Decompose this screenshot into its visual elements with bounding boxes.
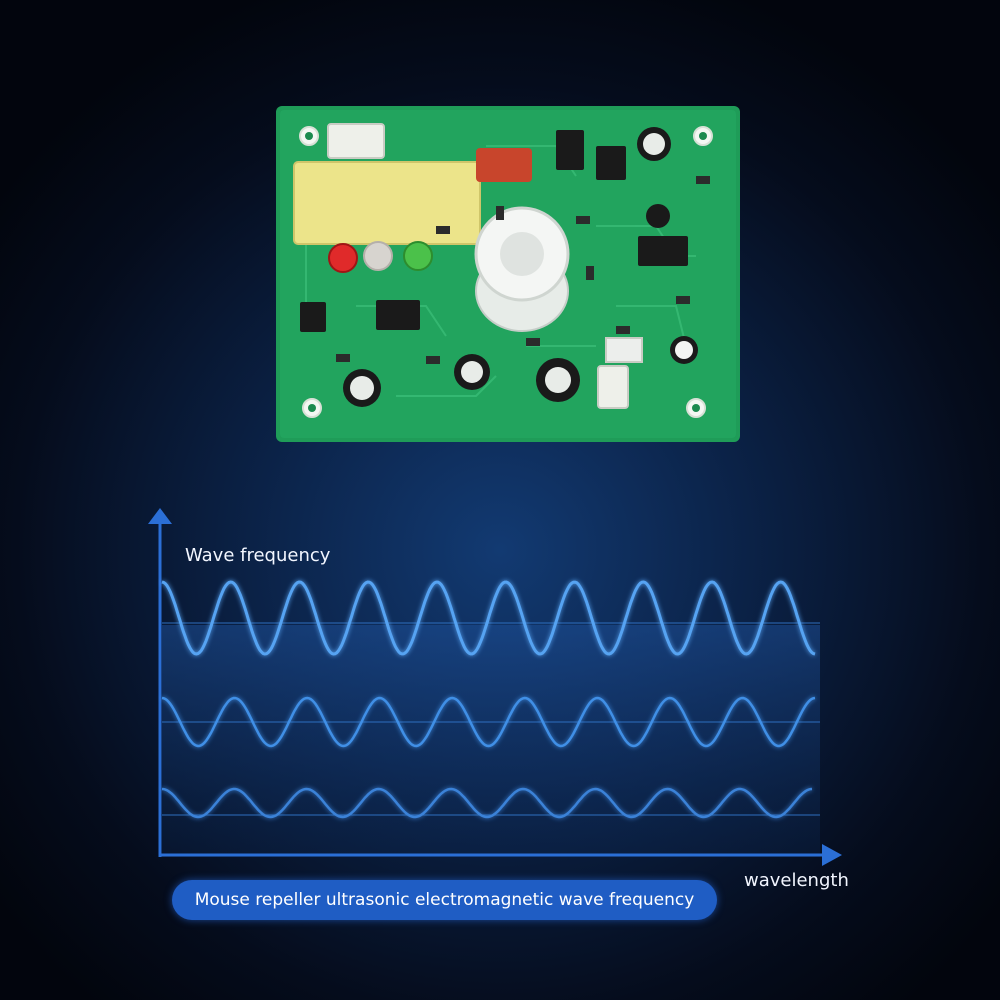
ic-chip xyxy=(300,302,326,332)
wave-low xyxy=(161,787,813,819)
wave-medium xyxy=(161,696,816,748)
connector-top xyxy=(327,123,385,159)
wavelength-label: wavelength xyxy=(744,870,849,891)
y-axis xyxy=(148,508,172,857)
sensor-chip xyxy=(605,337,643,363)
red-capacitor xyxy=(476,148,532,182)
x-axis xyxy=(160,844,842,866)
graph-panel xyxy=(162,625,820,857)
ic-chip xyxy=(638,236,688,266)
ic-chip xyxy=(556,130,584,170)
ic-chip xyxy=(596,146,626,180)
circuit-board-image xyxy=(276,106,740,442)
white-led xyxy=(363,241,393,271)
red-led xyxy=(328,243,358,273)
ultrasonic-speaker xyxy=(474,206,570,332)
green-led xyxy=(403,241,433,271)
white-connector-bottom xyxy=(597,365,629,409)
wave-frequency-label: Wave frequency xyxy=(185,545,331,566)
wave-high xyxy=(161,580,816,656)
ic-chip xyxy=(376,300,420,330)
electrolytic-capacitors xyxy=(343,127,698,407)
caption-badge: Mouse repeller ultrasonic electromagneti… xyxy=(172,880,717,920)
